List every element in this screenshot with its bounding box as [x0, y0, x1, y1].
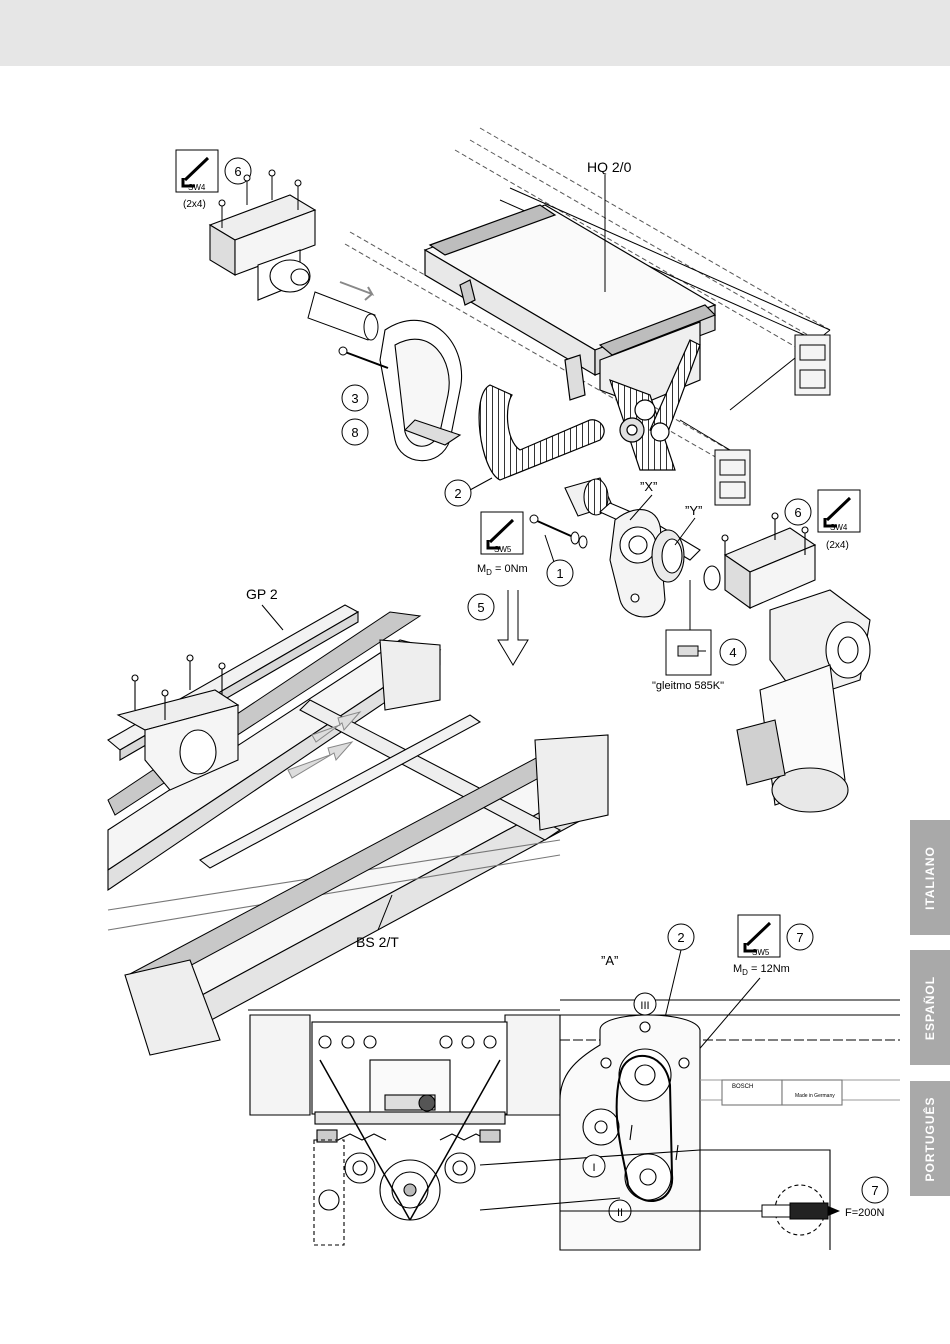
svg-text:8: 8: [351, 425, 358, 440]
step-3: 3: [342, 385, 368, 411]
step-7-force: 7: [862, 1177, 888, 1203]
made-in-text: Made in Germany: [795, 1093, 835, 1099]
svg-text:III: III: [640, 1000, 649, 1012]
svg-text:I: I: [592, 1162, 595, 1174]
roman-one: I: [583, 1155, 605, 1177]
sw4-label-right: SW4: [830, 523, 848, 532]
gleitmo-label: "gleitmo 585K": [652, 680, 724, 692]
svg-text:7: 7: [796, 930, 803, 945]
sw4-label-top: SW4: [188, 183, 206, 192]
gp2-label: GP 2: [246, 586, 278, 602]
sw5-label-mid: SW5: [494, 545, 512, 554]
force-label: F=200N: [845, 1207, 884, 1219]
shaft-sleeve: [308, 282, 378, 340]
qty-2x4-top: (2x4): [183, 199, 206, 210]
svg-text:2: 2: [454, 486, 461, 501]
screws-washers: [530, 515, 587, 548]
gear-motor: [737, 590, 870, 812]
svg-text:6: 6: [234, 164, 241, 179]
step-7-tool: 7: [787, 924, 813, 950]
step-8: 8: [342, 419, 368, 445]
qty-2x4-right: (2x4): [826, 540, 849, 551]
sw5-label-bottom: SW5: [752, 948, 770, 957]
svg-text:2: 2: [677, 930, 684, 945]
hq-label: HQ 2/0: [587, 159, 632, 175]
bearing-unit-top: [210, 170, 315, 300]
lang-tab-portugues[interactable]: PORTUGUÊS: [910, 1081, 950, 1196]
bosch-text: BOSCH: [732, 1084, 753, 1090]
label-x: ”X”: [640, 479, 657, 494]
svg-text:6: 6: [794, 505, 801, 520]
step-2-belt: 2: [445, 478, 492, 506]
step-1: 1: [547, 560, 573, 586]
svg-text:4: 4: [729, 645, 736, 660]
torque-0: MD = 0Nm: [477, 563, 528, 577]
tool-sw5-mid: SW5: [481, 512, 523, 554]
svg-text:II: II: [617, 1207, 623, 1219]
torque-12: MD = 12Nm: [733, 963, 790, 977]
label-y: ”Y”: [685, 503, 702, 518]
grease-icon: [666, 580, 711, 675]
svg-text:3: 3: [351, 391, 358, 406]
step-5-arrow: 5: [468, 590, 528, 665]
tool-sw4-top: SW4: [176, 150, 218, 192]
lang-tab-espanol[interactable]: ESPAÑOL: [910, 950, 950, 1065]
bs2t-label: BS 2/T: [356, 934, 399, 950]
svg-text:5: 5: [477, 600, 484, 615]
bearing-unit-right: [722, 513, 815, 608]
svg-text:1: 1: [556, 566, 563, 581]
belt-cover: [380, 320, 462, 460]
svg-text:7: 7: [871, 1183, 878, 1198]
step-4: 4: [720, 639, 746, 665]
toothed-belt: [479, 385, 604, 480]
label-a: ”A”: [601, 953, 618, 968]
lang-tab-italiano[interactable]: ITALIANO: [910, 820, 950, 935]
roman-three: III: [634, 993, 656, 1015]
tool-sw5-bottom: SW5: [738, 915, 780, 957]
detail-section-left: [248, 1010, 560, 1245]
tool-sw4-right: SW4: [818, 490, 860, 532]
step-6-right: 6: [785, 499, 811, 525]
